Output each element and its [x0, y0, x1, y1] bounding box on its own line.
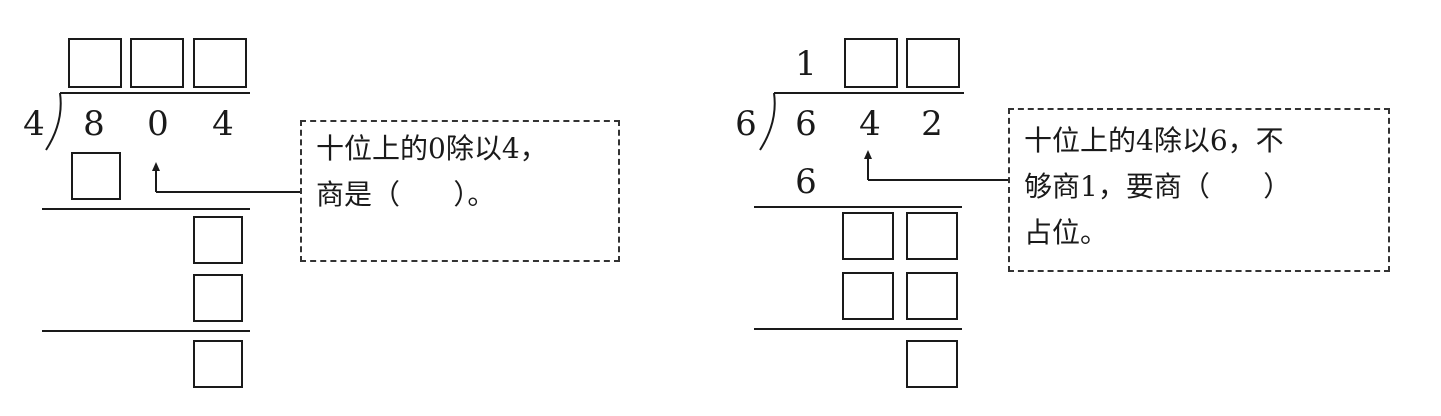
- division-bar: [774, 92, 964, 94]
- division-bar: [60, 92, 250, 94]
- product-ones-box[interactable]: [906, 272, 958, 320]
- product-box-1[interactable]: [71, 152, 121, 200]
- quotient-tens-box[interactable]: [130, 38, 184, 88]
- final-remainder-box[interactable]: [906, 340, 958, 388]
- quotient-ones-box[interactable]: [906, 38, 960, 88]
- hint-line-2: 商是（ ）。: [316, 178, 496, 211]
- dividend-ones-digit: 4: [212, 104, 234, 144]
- dividend-hundreds-digit: 8: [83, 104, 105, 144]
- subtraction-line-2: [42, 330, 250, 332]
- dividend-tens-digit: 4: [859, 104, 881, 144]
- hint-line-3: 占位。: [1024, 216, 1109, 249]
- long-division-problem-2: 1 6 6 4 2 6 十位上的4除以6，不够商1，要商（ ） 占位。: [720, 0, 1420, 416]
- divisor: 4: [23, 104, 45, 144]
- hint-line-2: 够商1，要商（ ）: [1024, 170, 1292, 203]
- remainder-ones-box[interactable]: [906, 212, 958, 260]
- pointer-arrow: [864, 150, 1010, 181]
- hint-callout: 十位上的4除以6，不够商1，要商（ ） 占位。: [1008, 108, 1390, 272]
- quotient-hundreds-digit: 1: [795, 44, 817, 84]
- subtract-digit: 6: [795, 162, 817, 202]
- dividend-tens-digit: 0: [147, 104, 169, 144]
- division-bracket: [45, 92, 62, 151]
- quotient-tens-box[interactable]: [844, 38, 898, 88]
- divisor: 6: [735, 104, 757, 144]
- dividend-ones-digit: 2: [921, 104, 943, 144]
- long-division-problem-1: 4 8 0 4 十位上的0除以4， 商是（ ）。: [0, 0, 640, 416]
- remainder-box-1[interactable]: [193, 216, 243, 264]
- remainder-tens-box[interactable]: [842, 212, 894, 260]
- hint-callout: 十位上的0除以4， 商是（ ）。: [300, 120, 620, 262]
- pointer-arrow: [152, 162, 300, 193]
- product-box-2[interactable]: [193, 274, 243, 322]
- dividend-hundreds-digit: 6: [795, 104, 817, 144]
- division-bracket: [759, 92, 776, 151]
- product-tens-box[interactable]: [842, 272, 894, 320]
- quotient-ones-box[interactable]: [193, 38, 247, 88]
- subtraction-line-2: [754, 328, 962, 330]
- subtraction-line-1: [42, 208, 250, 210]
- subtraction-line-1: [754, 206, 962, 208]
- hint-line-1: 十位上的0除以4，: [316, 132, 548, 165]
- quotient-hundreds-box[interactable]: [68, 38, 122, 88]
- final-remainder-box[interactable]: [193, 340, 243, 388]
- hint-line-1: 十位上的4除以6，不: [1024, 124, 1284, 157]
